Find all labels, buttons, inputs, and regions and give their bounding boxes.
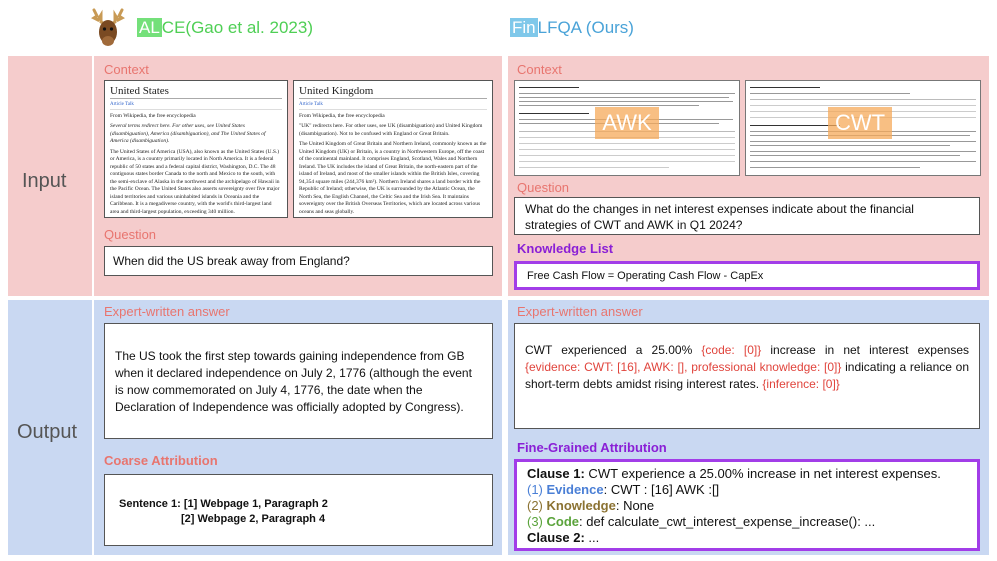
code-value: : def calculate_cwt_interest_expense_inc… xyxy=(579,514,876,529)
right-answer-box: CWT experienced a 25.00% {code: [0]} inc… xyxy=(514,323,980,429)
clause-1: Clause 1: CWT experience a 25.00% increa… xyxy=(527,466,967,482)
answer-part-1: CWT experienced a 25.00% xyxy=(525,343,702,357)
wiki-uk-body: The United Kingdom of Great Britain and … xyxy=(299,141,487,215)
knowledge-label: Knowledge xyxy=(546,498,616,513)
right-answer-text: CWT experienced a 25.00% {code: [0]} inc… xyxy=(525,342,969,393)
right-answer-label: Expert-written answer xyxy=(517,304,643,319)
left-question-label: Question xyxy=(104,227,157,242)
code-line: (3) Code: def calculate_cwt_interest_exp… xyxy=(527,514,967,530)
answer-attribution-evidence: {evidence: CWT: [16], AWK: [], professio… xyxy=(525,360,842,374)
wiki-us-from: From Wikipedia, the free encyclopedia xyxy=(110,112,196,119)
evidence-value: : CWT : [16] AWK :[] xyxy=(603,482,720,497)
evidence-label: Evidence xyxy=(546,482,604,497)
alce-rest: CE(Gao et al. 2023) xyxy=(161,18,313,37)
column-divider-left xyxy=(92,56,94,555)
wiki-uk-from: From Wikipedia, the free encyclopedia xyxy=(299,112,385,119)
knowledge-item: Free Cash Flow = Operating Cash Flow - C… xyxy=(527,270,764,282)
moose-icon xyxy=(88,6,128,48)
wiki-us-body: The United States of America (USA), also… xyxy=(110,148,280,215)
left-question-text: When did the US break away from England? xyxy=(113,254,350,268)
knowledge-list-label: Knowledge List xyxy=(517,241,614,256)
knowledge-num: (2) xyxy=(527,498,547,513)
knowledge-list-box: Free Cash Flow = Operating Cash Flow - C… xyxy=(514,261,980,290)
knowledge-line: (2) Knowledge: None xyxy=(527,498,967,514)
cwt-filing-document: CWT xyxy=(745,80,981,176)
output-row-label: Output xyxy=(17,421,78,443)
left-context-label: Context xyxy=(104,62,149,77)
left-question-box: When did the US break away from England? xyxy=(104,246,493,276)
clause-1-label: Clause 1: xyxy=(527,466,585,481)
right-question-label: Question xyxy=(517,180,570,195)
input-row-label: Input xyxy=(22,170,67,192)
alce-highlight: AL xyxy=(137,18,162,37)
awk-filing-document: AWK xyxy=(514,80,740,176)
coarse-line-1: Sentence 1: [1] Webpage 1, Paragraph 2 xyxy=(119,497,492,512)
wiki-uk-redirect: "UK" redirects here. For other uses, see… xyxy=(299,123,483,137)
right-question-text: What do the changes in net interest expe… xyxy=(525,202,914,232)
answer-part-3: indicating a reliance on short-term debt… xyxy=(525,360,969,391)
code-label: Code xyxy=(546,514,580,529)
fin-highlight: Fin xyxy=(510,18,538,37)
evidence-num: (1) xyxy=(527,482,547,497)
right-context-label: Context xyxy=(517,62,562,77)
knowledge-value: : None xyxy=(615,498,655,513)
fine-grained-box: Clause 1: CWT experience a 25.00% increa… xyxy=(514,459,980,551)
code-num: (3) xyxy=(527,514,547,529)
fine-grained-label: Fine-Grained Attribution xyxy=(517,440,667,455)
left-answer-box: The US took the first step towards gaini… xyxy=(104,323,493,439)
coarse-source-2: [2] Webpage 2, Paragraph 4 xyxy=(181,513,326,525)
fin-rest: LFQA (Ours) xyxy=(537,18,634,37)
wiki-page-us: United States Article Talk From Wikipedi… xyxy=(104,80,288,218)
left-answer-label: Expert-written answer xyxy=(104,304,230,319)
evidence-line: (1) Evidence: CWT : [16] AWK :[] xyxy=(527,482,967,498)
coarse-line-2: [2] Webpage 2, Paragraph 4 xyxy=(119,512,492,527)
coarse-source-1: [1] Webpage 1, Paragraph 2 xyxy=(183,498,328,510)
cwt-stamp: CWT xyxy=(828,107,892,139)
wiki-us-title: United States xyxy=(110,85,282,99)
coarse-attribution-label: Coarse Attribution xyxy=(104,453,218,468)
awk-stamp: AWK xyxy=(595,107,659,139)
clause-1-text: CWT experience a 25.00% increase in net … xyxy=(584,466,941,481)
clause-2: Clause 2: ... xyxy=(527,530,967,546)
wiki-uk-title: United Kingdom xyxy=(299,85,487,99)
wiki-us-redirect: Several terms redirect here. For other u… xyxy=(110,123,266,144)
coarse-attribution-box: Sentence 1: [1] Webpage 1, Paragraph 2 [… xyxy=(104,474,493,546)
wiki-uk-tabs: Article Talk xyxy=(299,101,487,110)
coarse-prefix: Sentence 1: xyxy=(119,498,181,510)
left-answer-text: The US took the first step towards gaini… xyxy=(115,349,472,414)
wiki-page-uk: United Kingdom Article Talk From Wikiped… xyxy=(293,80,493,218)
wiki-us-tabs: Article Talk xyxy=(110,101,282,110)
answer-part-2: increase in net interest expenses xyxy=(761,343,969,357)
row-divider xyxy=(8,296,989,300)
right-question-box: What do the changes in net interest expe… xyxy=(514,197,980,235)
answer-attribution-code: {code: [0]} xyxy=(701,343,762,357)
column-divider-center xyxy=(502,56,508,555)
clause-2-label: Clause 2: xyxy=(527,530,585,545)
clause-2-text: ... xyxy=(584,530,600,545)
answer-attribution-inference: {inference: [0]} xyxy=(762,377,840,391)
